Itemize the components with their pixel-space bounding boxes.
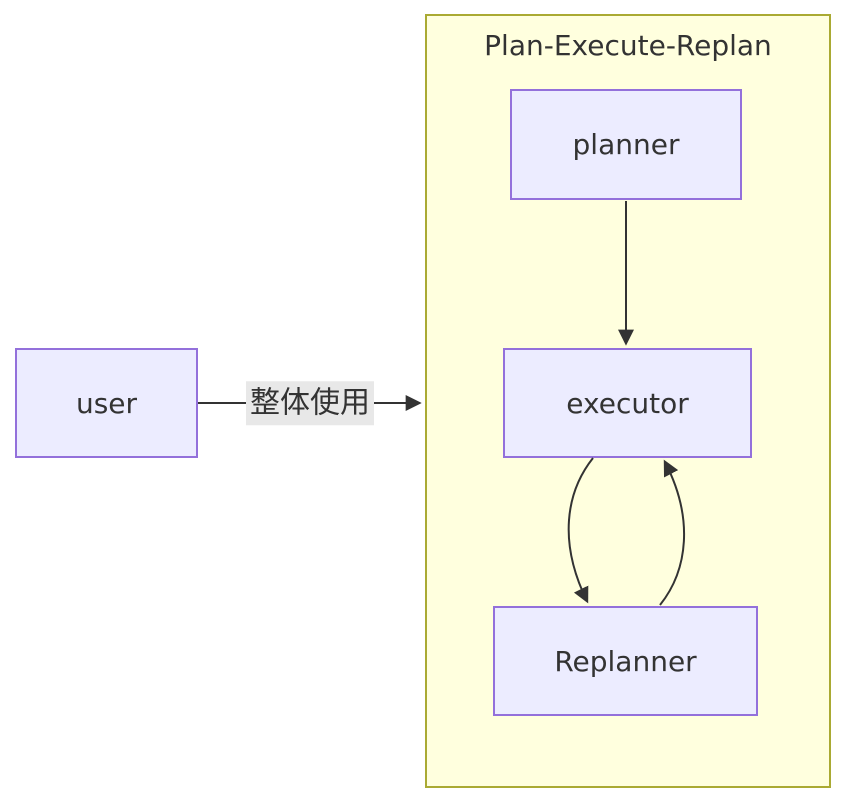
node-user-label: user xyxy=(75,386,138,420)
node-planner-label: planner xyxy=(572,128,680,161)
cluster-title: Plan-Execute-Replan xyxy=(484,29,772,62)
node-executor-label: executor xyxy=(566,386,689,420)
node-replanner-label: Replanner xyxy=(554,644,697,678)
node-user: user xyxy=(15,348,198,458)
edge-label-overall-use: 整体使用 xyxy=(246,381,374,425)
node-planner: planner xyxy=(510,89,742,200)
node-executor: executor xyxy=(503,348,752,458)
node-replanner: Replanner xyxy=(493,606,758,716)
